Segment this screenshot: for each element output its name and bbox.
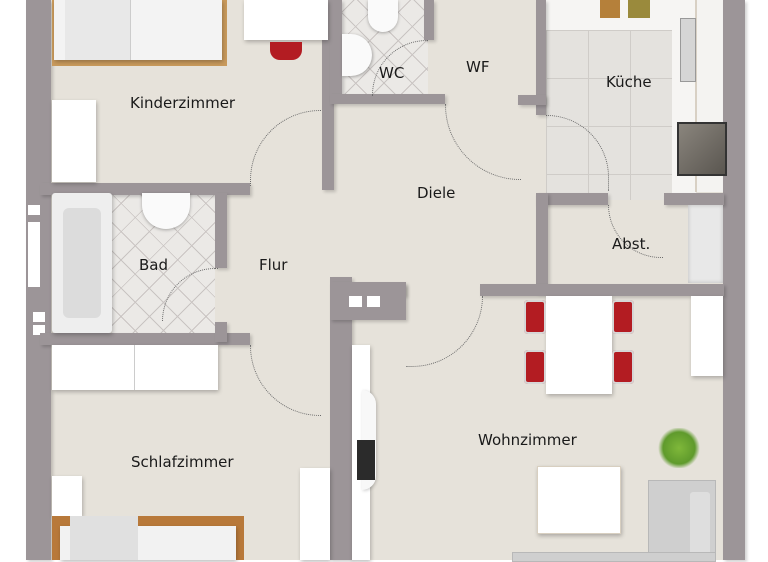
bathtub-inner [63, 208, 101, 318]
dining-chair [612, 350, 634, 384]
room-label-schlafzimmer: Schlafzimmer [131, 453, 234, 471]
window [33, 312, 45, 322]
fruit-bowl-icon [600, 0, 620, 18]
wardrobe [52, 100, 96, 182]
abst-shelf [688, 205, 723, 283]
wardrobe-schlafzimmer [52, 345, 218, 390]
dining-chair [524, 350, 546, 384]
tv-icon [357, 440, 375, 480]
room-label-wohnzimmer: Wohnzimmer [478, 431, 577, 449]
wall-bad-right-lower [215, 322, 227, 342]
outer-wall-right [723, 0, 745, 560]
shaft-opening [367, 296, 380, 307]
wall-wc-bottom [330, 94, 445, 104]
wall-abst-top [536, 193, 608, 205]
wall-kinderzimmer-bottom [40, 183, 250, 195]
dresser [300, 468, 330, 560]
bed-pillow [65, 0, 131, 60]
room-label-kinderzimmer: Kinderzimmer [130, 94, 236, 112]
wall-kueche-stub [518, 95, 546, 105]
desk-chair [270, 42, 302, 60]
plant-icon [658, 428, 700, 468]
room-label-flur: Flur [259, 256, 288, 274]
wall-kueche-left [536, 0, 546, 115]
nightstand [52, 476, 82, 516]
wardrobe-divider [134, 345, 135, 390]
wall-schlafzimmer-right [330, 277, 352, 560]
dining-chair [524, 300, 546, 334]
bed-pillow-schlafzimmer [70, 516, 138, 560]
room-label-wf: WF [466, 58, 490, 76]
window [33, 325, 45, 335]
wall-bad-right [215, 193, 227, 268]
sink-icon [680, 18, 696, 82]
stove-icon [677, 122, 727, 176]
wall-abst-left [536, 193, 548, 293]
sideboard [691, 296, 723, 376]
dining-chair [612, 300, 634, 334]
room-label-wc: WC [379, 64, 405, 82]
room-label-abst: Abst. [612, 235, 651, 253]
wall-bad-bottom [40, 333, 250, 345]
dining-table [546, 296, 612, 394]
wall-wohnzimmer-top [480, 284, 724, 296]
toilet-icon [368, 0, 398, 32]
room-label-diele: Diele [417, 184, 456, 202]
sofa-cushion [690, 492, 710, 560]
coffee-table [537, 466, 621, 534]
wall-wc-right [424, 0, 434, 40]
desk [244, 0, 328, 40]
sofa-bottom [512, 552, 716, 562]
fruit-bowl-icon [628, 0, 650, 18]
room-label-bad: Bad [139, 256, 169, 274]
wall-abst-top-right [664, 193, 724, 205]
shaft-opening [349, 296, 362, 307]
window [28, 222, 40, 287]
room-label-kueche: Küche [606, 73, 652, 91]
wall-wc-left [330, 0, 342, 100]
window [28, 205, 40, 215]
